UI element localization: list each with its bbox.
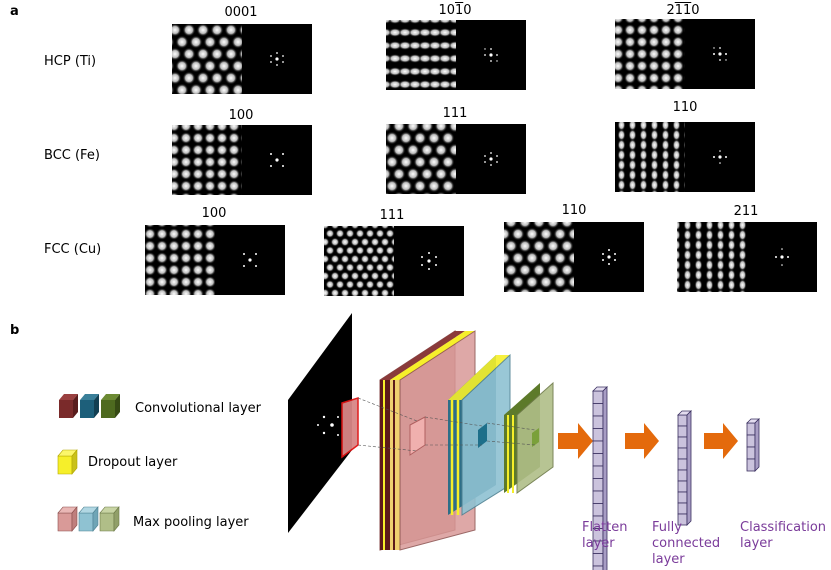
- conv-block-3: [504, 381, 554, 494]
- vector-cell: [677, 447, 688, 460]
- vector-side-face: [754, 418, 760, 472]
- vector-cell: [677, 458, 688, 471]
- vector-cell: [677, 502, 688, 515]
- zone-label-bcc-111: 111: [442, 106, 468, 121]
- zone-label-hcp-0001: 0001: [224, 5, 258, 20]
- vector-cell: [592, 390, 604, 404]
- row-label-hcp: HCP (Ti): [44, 54, 97, 69]
- legend-pooling-icon: [57, 506, 120, 532]
- vector-cell: [746, 422, 756, 436]
- zone-label-fcc-111: 111: [379, 208, 405, 223]
- zone-overbar-text: 2110: [666, 3, 700, 18]
- connector-lines: [357, 397, 536, 452]
- zone-label-fcc-211: 211: [733, 204, 759, 219]
- legend-dropout-label: Dropout layer: [88, 455, 178, 470]
- fully-connected-vector: [677, 410, 692, 526]
- vector-side-face: [602, 386, 608, 570]
- vector-side-face: [686, 410, 692, 526]
- zone-label-fcc-100: 100: [201, 206, 227, 221]
- zone-label-hcp-1010: 10101010: [415, 3, 495, 18]
- zone-overbar-text: 1010: [438, 3, 472, 18]
- vector-cell: [746, 446, 756, 460]
- panel-b-letter: b: [10, 323, 20, 338]
- micrograph-bcc-100: [172, 125, 312, 195]
- micrograph-bcc-111: [386, 124, 526, 194]
- micrograph-fcc-211: [677, 222, 817, 292]
- vector-cell: [592, 478, 604, 492]
- fully-connected-layer-label: Fully connected layer: [652, 520, 721, 567]
- micrograph-fcc-111: [324, 226, 464, 296]
- vector-cell: [592, 465, 604, 479]
- micrograph-layer: [145, 19, 817, 296]
- zone-label-bcc-100: 100: [228, 108, 254, 123]
- vector-cell: [592, 440, 604, 454]
- zone-label-bcc-110: 110: [672, 100, 698, 115]
- classification-vector: [746, 418, 760, 472]
- row-label-bcc: BCC (Fe): [44, 148, 100, 163]
- vector-cell: [592, 553, 604, 567]
- micrograph-bcc-110: [615, 122, 755, 192]
- micrograph-hcp-1010: [386, 20, 526, 90]
- vector-cell: [592, 415, 604, 429]
- vector-cell: [746, 434, 756, 448]
- legend-conv-icon: [59, 394, 120, 418]
- legend-conv-label: Convolutional layer: [135, 401, 261, 416]
- vector-cell: [592, 403, 604, 417]
- vector-cell: [677, 425, 688, 438]
- zone-label-fcc-110: 110: [561, 203, 587, 218]
- micrograph-hcp-0001: [172, 24, 312, 94]
- conv-block-2: [448, 353, 511, 516]
- micrograph-fcc-100: [145, 225, 285, 295]
- vector-cell: [746, 458, 756, 472]
- flatten-vector: [592, 386, 608, 570]
- flatten-layer-label: Flatten layer: [582, 520, 628, 551]
- legend-dropout-icon: [57, 449, 78, 475]
- legend-icons: [57, 394, 120, 532]
- cnn-architecture-diagram: [288, 313, 760, 570]
- vector-cell: [677, 414, 688, 427]
- vector-cell: [677, 480, 688, 493]
- vector-cell: [677, 436, 688, 449]
- zone-label-hcp-2110: 21102110: [643, 3, 723, 18]
- micrograph-hcp-2110: [615, 19, 755, 89]
- classification-layer-label: Classification layer: [740, 520, 827, 551]
- vector-cell: [677, 469, 688, 482]
- arrow-3: [704, 423, 738, 459]
- micrograph-fcc-110: [504, 222, 644, 292]
- legend-pooling-label: Max pooling layer: [133, 515, 249, 530]
- arrow-2: [625, 423, 659, 459]
- vector-cell: [592, 453, 604, 467]
- vector-cell: [592, 565, 604, 570]
- vector-cell: [592, 490, 604, 504]
- vector-cell: [592, 503, 604, 517]
- arrows: [558, 423, 738, 459]
- input-image: [288, 313, 359, 533]
- row-label-fcc: FCC (Cu): [44, 242, 102, 257]
- arrow-1: [558, 423, 593, 459]
- vector-cell: [592, 428, 604, 442]
- panel-a-letter: a: [10, 4, 19, 19]
- vector-cell: [677, 491, 688, 504]
